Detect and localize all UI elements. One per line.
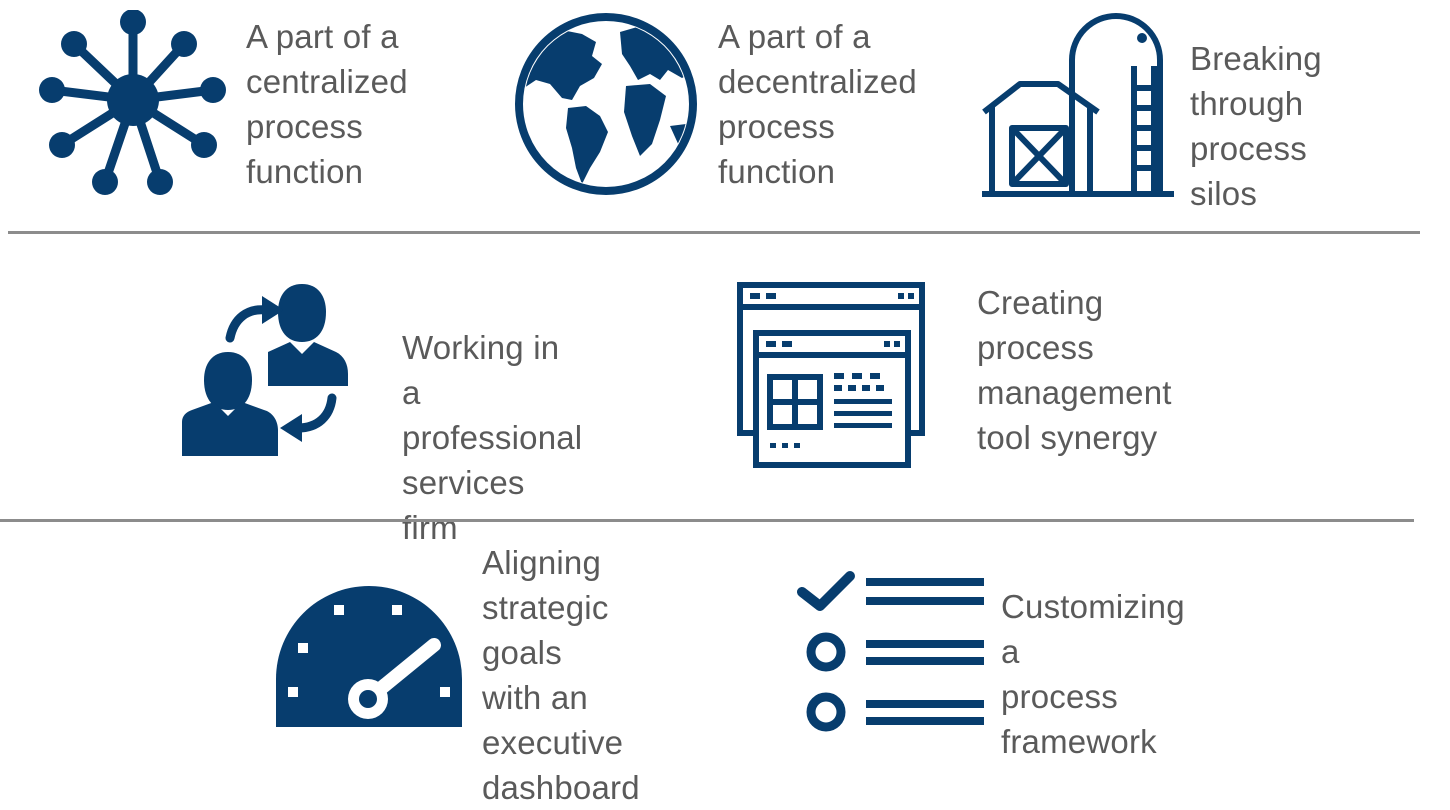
item-label: Customizing a process framework <box>1001 588 1185 760</box>
item-label: Creating process management tool synergy <box>977 284 1172 456</box>
item-label: A part of a decentralized process functi… <box>718 18 917 190</box>
item-label: Breaking through process silos <box>1190 40 1322 212</box>
item-label: Working in a professional services firm <box>402 329 583 546</box>
network-hub-icon <box>38 10 228 200</box>
people-exchange-icon <box>180 280 372 460</box>
globe-icon <box>510 8 702 200</box>
barn-silo-icon <box>978 8 1178 202</box>
speedometer-icon <box>274 581 464 731</box>
item-label: Aligning strategic goals with an executi… <box>482 544 640 806</box>
item-label: A part of a centralized process function <box>246 18 408 190</box>
checklist-icon <box>796 566 988 736</box>
browser-windows-icon <box>736 281 928 473</box>
divider <box>0 519 1414 522</box>
divider <box>8 231 1420 234</box>
